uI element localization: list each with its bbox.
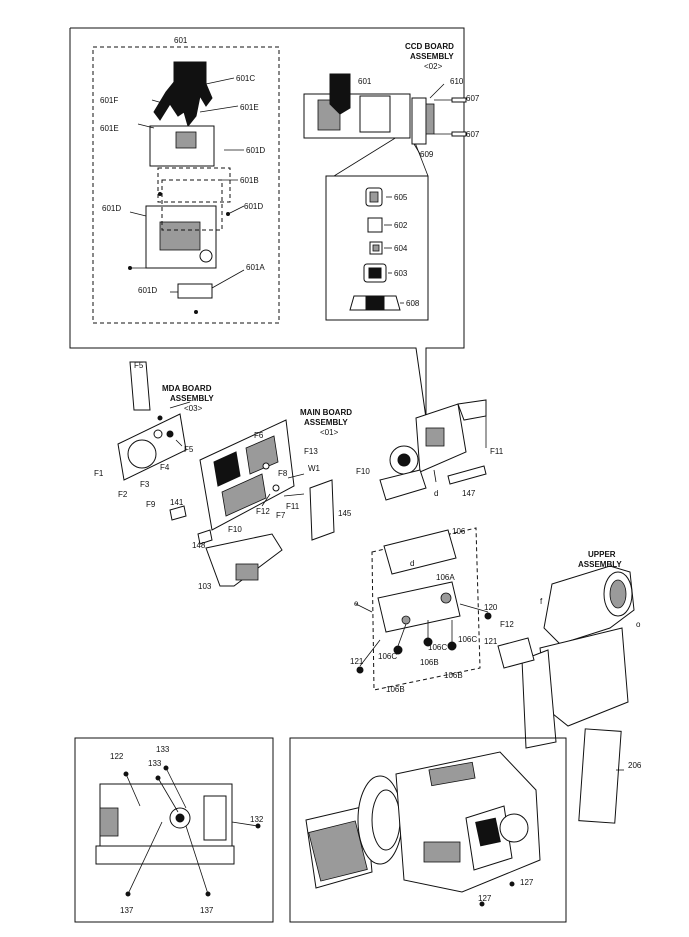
label-f12-main: F12 [256, 507, 270, 516]
mda-board-title2: ASSEMBLY [170, 394, 214, 403]
label-121b: 121 [484, 637, 498, 646]
label-f5-top: F5 [134, 361, 144, 370]
label-601e-left: 601E [100, 124, 119, 133]
mda-board-title: MDA BOARD [162, 384, 212, 393]
label-e-106: e [354, 599, 359, 608]
label-601e-right: 601E [240, 103, 259, 112]
label-127b: 127 [478, 894, 492, 903]
label-106b-c: 106B [386, 685, 405, 694]
label-f11-lens: F11 [490, 447, 504, 456]
label-601f: 601F [100, 96, 118, 105]
label-121a: 121 [350, 657, 364, 666]
label-f6: F6 [254, 431, 264, 440]
label-148: 148 [192, 541, 206, 550]
lens-unit-601-exploded [128, 61, 231, 314]
label-601c: 601C [236, 74, 255, 83]
label-120: 120 [484, 603, 498, 612]
upper-assembly-title2: ASSEMBLY [578, 560, 622, 569]
label-106b-b: 106B [444, 671, 463, 680]
label-106c-b: 106C [428, 643, 447, 652]
part-labels: 601 601C 601F 601E 601E 601D 601B 601D 6… [94, 36, 642, 915]
label-f9: F9 [146, 500, 156, 509]
label-127a: 127 [520, 878, 534, 887]
label-f2: F2 [118, 490, 128, 499]
label-f13: F13 [304, 447, 318, 456]
ccd-parts-stack [349, 187, 404, 311]
label-601a: 601A [246, 263, 265, 272]
label-147: 147 [462, 489, 476, 498]
label-133a: 133 [156, 745, 170, 754]
ccd-board-title2: ASSEMBLY [410, 52, 454, 61]
label-103: 103 [198, 582, 212, 591]
inset-left-frame [74, 737, 274, 923]
label-f12-106: F12 [500, 620, 514, 629]
main-board-code: <01> [320, 428, 339, 437]
label-601b: 601B [240, 176, 259, 185]
label-145: 145 [338, 509, 352, 518]
label-f-upper: f [540, 597, 543, 606]
lens-unit-601-leaders [129, 77, 245, 293]
label-601d-c: 601D [244, 202, 263, 211]
label-f7: F7 [276, 511, 286, 520]
label-f3: F3 [140, 480, 150, 489]
label-137a: 137 [120, 906, 134, 915]
label-602: 602 [394, 221, 408, 230]
label-607b: 607 [466, 130, 480, 139]
upper-assembly [497, 565, 635, 824]
label-f4: F4 [160, 463, 170, 472]
label-603: 603 [394, 269, 408, 278]
main-board-title: MAIN BOARD [300, 408, 352, 417]
label-106c-a: 106C [458, 635, 477, 644]
label-f8: F8 [278, 469, 288, 478]
label-w1: W1 [308, 464, 321, 473]
label-609: 609 [420, 150, 434, 159]
label-601-ccd: 601 [358, 77, 372, 86]
mda-board-code: <03> [184, 404, 203, 413]
label-f10-main: F10 [228, 525, 242, 534]
label-f10-lens: F10 [356, 467, 370, 476]
lens-unit-601-assembled [303, 73, 467, 155]
label-610: 610 [450, 77, 464, 86]
label-122: 122 [110, 752, 124, 761]
label-133b: 133 [148, 759, 162, 768]
inset-right-frame [289, 737, 567, 923]
label-605: 605 [394, 193, 408, 202]
lens-block-assembly [379, 399, 487, 501]
label-137b: 137 [200, 906, 214, 915]
ccd-board-code: <02> [424, 62, 443, 71]
label-106: 106 [452, 527, 466, 536]
ccd-board-title: CCD BOARD [405, 42, 454, 51]
upper-assembly-title: UPPER [588, 550, 616, 559]
mda-board-assembly [117, 361, 191, 521]
detail-callout-frame [69, 27, 465, 419]
label-106c-c: 106C [378, 652, 397, 661]
chassis-106-group [355, 527, 492, 691]
label-d-lens: d [434, 489, 438, 498]
label-f5-right: F5 [184, 445, 194, 454]
label-601d-d: 601D [138, 286, 157, 295]
main-board-assembly [197, 419, 335, 587]
label-608: 608 [406, 299, 420, 308]
main-board-title2: ASSEMBLY [304, 418, 348, 427]
label-607a: 607 [466, 94, 480, 103]
label-601d-a: 601D [246, 146, 265, 155]
label-132: 132 [250, 815, 264, 824]
label-601d-b: 601D [102, 204, 121, 213]
label-d-106: d [410, 559, 414, 568]
label-f1: F1 [94, 469, 104, 478]
label-o-upper: o [636, 620, 641, 629]
label-601: 601 [174, 36, 188, 45]
label-206: 206 [628, 761, 642, 770]
label-106b-a: 106B [420, 658, 439, 667]
label-141: 141 [170, 498, 184, 507]
label-f11-main: F11 [286, 502, 300, 511]
label-604: 604 [394, 244, 408, 253]
label-106a: 106A [436, 573, 455, 582]
